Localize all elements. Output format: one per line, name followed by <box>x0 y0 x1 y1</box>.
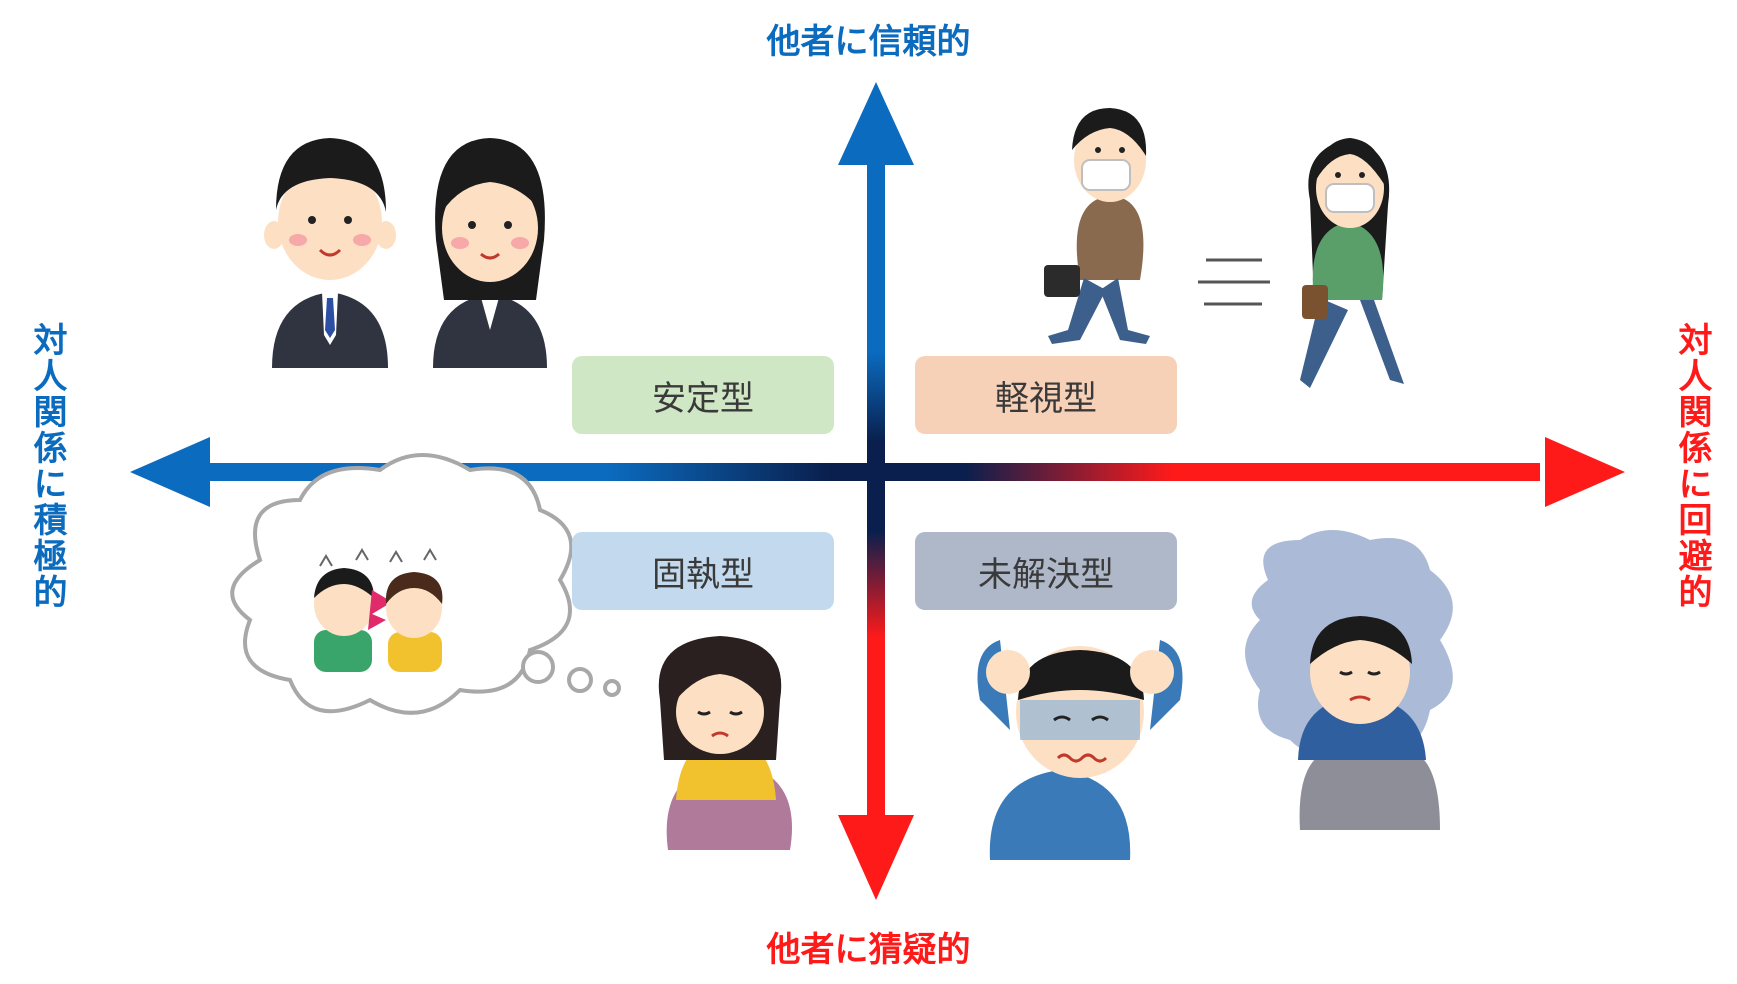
axis-label-top: 他者に信頼的 <box>766 22 971 62</box>
axis-label-bottom: 他者に猜疑的 <box>766 930 971 970</box>
speed-lines-icon <box>1198 258 1270 306</box>
axis-label-right: 対人関係に回避的 <box>1672 322 1712 610</box>
quarreling-kids-illustration <box>314 548 443 672</box>
distressed-man-holding-head-illustration <box>977 640 1183 860</box>
vertical-axis-arrow <box>838 82 914 900</box>
gloomy-boy-illustration <box>1245 530 1453 830</box>
masked-woman-walking-illustration <box>1300 138 1404 388</box>
quadrant-box-unresolved: 未解決型 <box>915 532 1177 610</box>
masked-man-walking-illustration <box>1044 108 1150 344</box>
quadrant-box-stable: 安定型 <box>572 356 834 434</box>
sad-kneeling-woman-illustration <box>658 636 792 850</box>
business-couple-illustration <box>264 138 547 368</box>
quadrant-box-dismissive: 軽視型 <box>915 356 1177 434</box>
axis-label-left: 対人関係に積極的 <box>27 322 67 610</box>
quadrant-box-preoccupied: 固執型 <box>572 532 834 610</box>
